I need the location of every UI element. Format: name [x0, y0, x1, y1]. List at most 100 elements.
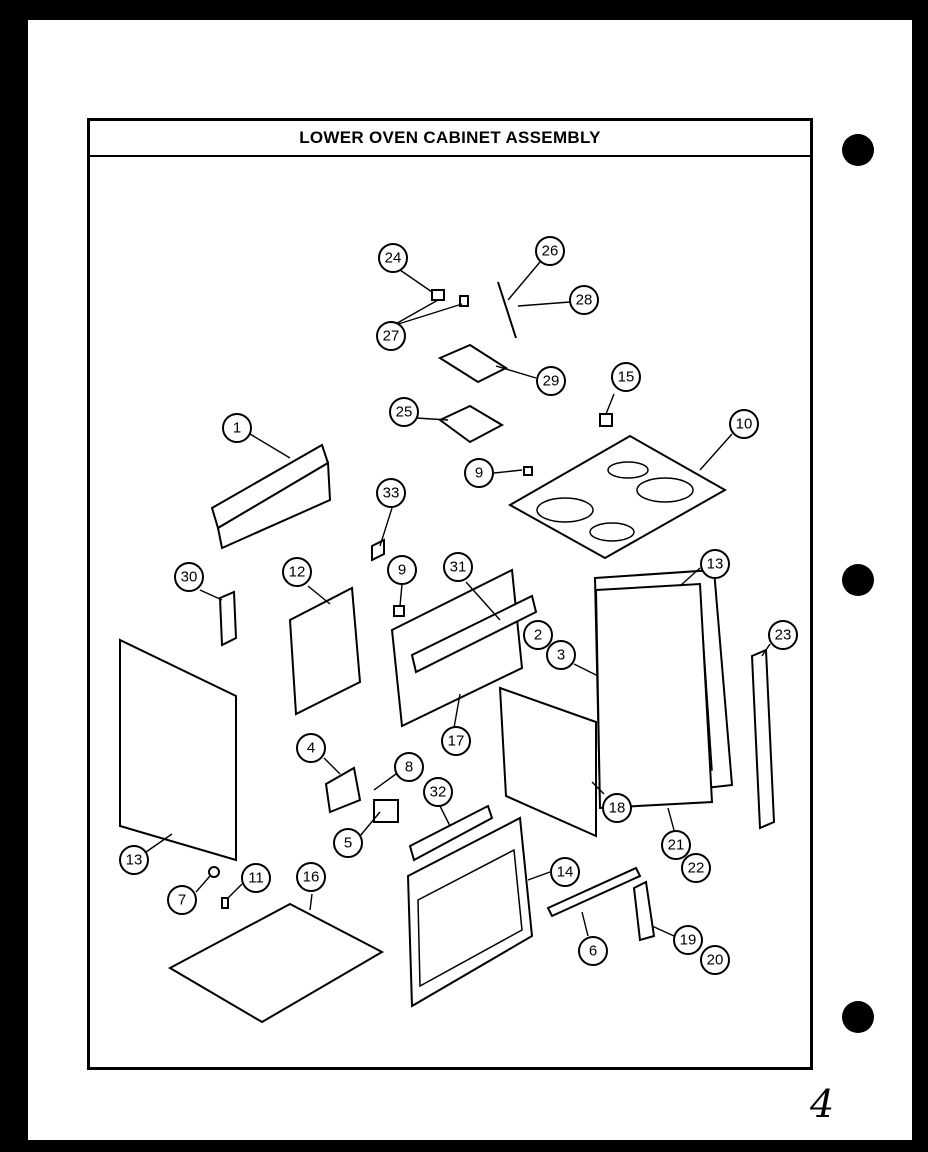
svg-text:18: 18 — [609, 800, 626, 817]
svg-text:6: 6 — [589, 943, 597, 960]
svg-text:13: 13 — [707, 556, 724, 573]
part-13-door-frame — [593, 568, 734, 810]
part-24-clip — [431, 289, 469, 307]
callout-12: 12 — [282, 557, 312, 587]
callout-13: 13 — [119, 845, 149, 875]
callout-19: 19 — [673, 925, 703, 955]
callout-8: 8 — [394, 752, 424, 782]
part-25-bracket — [438, 404, 505, 444]
svg-text:17: 17 — [448, 733, 465, 750]
callout-26: 26 — [535, 236, 565, 266]
part-9-fastener — [393, 466, 533, 617]
callout-22: 22 — [681, 853, 711, 883]
part-13-left-side-panel — [119, 638, 237, 862]
part-6-strip — [546, 866, 642, 918]
diagram-frame: LOWER OVEN CABINET ASSEMBLY — [87, 118, 813, 1070]
svg-text:21: 21 — [668, 837, 685, 854]
svg-text:5: 5 — [344, 835, 352, 852]
callout-14: 14 — [550, 857, 580, 887]
svg-text:12: 12 — [289, 564, 306, 581]
callout-25: 25 — [389, 397, 419, 427]
callout-24: 24 — [378, 243, 408, 273]
svg-text:11: 11 — [248, 870, 264, 887]
callout-7: 7 — [167, 885, 197, 915]
svg-text:28: 28 — [576, 292, 593, 309]
svg-text:3: 3 — [557, 647, 565, 664]
svg-text:33: 33 — [383, 485, 400, 502]
svg-text:7: 7 — [178, 892, 186, 909]
svg-text:14: 14 — [557, 864, 574, 881]
callout-18: 18 — [602, 793, 632, 823]
callout-20: 20 — [700, 945, 730, 975]
svg-text:30: 30 — [181, 569, 198, 586]
binder-hole — [842, 134, 874, 166]
callout-10: 10 — [729, 409, 759, 439]
part-33-bracket — [371, 538, 385, 562]
page-number: 4 — [810, 1082, 835, 1126]
callout-5: 5 — [333, 828, 363, 858]
callout-9: 9 — [464, 458, 494, 488]
svg-text:32: 32 — [430, 784, 447, 801]
callout-23: 23 — [768, 620, 798, 650]
svg-text:13: 13 — [126, 852, 143, 869]
diagram-title: LOWER OVEN CABINET ASSEMBLY — [299, 128, 601, 147]
part-32-strip — [408, 804, 494, 862]
binder-hole — [842, 564, 874, 596]
callout-4: 4 — [296, 733, 326, 763]
callout-3: 3 — [546, 640, 576, 670]
part-26-rod — [497, 281, 517, 339]
svg-text:26: 26 — [542, 243, 559, 260]
svg-text:20: 20 — [707, 952, 724, 969]
callout-16: 16 — [296, 862, 326, 892]
leader-lines — [145, 261, 771, 937]
title-bar: LOWER OVEN CABINET ASSEMBLY — [90, 121, 810, 157]
callout-2: 2 — [523, 620, 553, 650]
svg-text:8: 8 — [405, 759, 413, 776]
svg-text:25: 25 — [396, 404, 413, 421]
callout-31: 31 — [443, 552, 473, 582]
svg-text:31: 31 — [450, 559, 467, 576]
part-23-side-trim — [750, 648, 776, 830]
svg-text:10: 10 — [736, 416, 753, 433]
svg-text:9: 9 — [398, 562, 406, 579]
callout-17: 17 — [441, 726, 471, 756]
callout-6: 6 — [578, 936, 608, 966]
svg-text:4: 4 — [307, 740, 315, 757]
part-1-rear-panel — [210, 443, 332, 550]
part-4-bracket — [324, 766, 362, 814]
callout-9: 9 — [387, 555, 417, 585]
svg-text:24: 24 — [385, 250, 402, 267]
callout-11: 11 — [241, 863, 271, 893]
callout-30: 30 — [174, 562, 204, 592]
part-19-hinge — [632, 880, 656, 942]
svg-text:23: 23 — [775, 627, 792, 644]
part-29-control — [437, 343, 509, 384]
svg-text:19: 19 — [680, 932, 697, 949]
callout-15: 15 — [611, 362, 641, 392]
part-7-11-fasteners — [208, 866, 229, 909]
callout-33: 33 — [376, 478, 406, 508]
part-30-strip — [218, 590, 238, 647]
part-5-latch — [373, 799, 399, 823]
svg-text:1: 1 — [233, 420, 241, 437]
callout-28: 28 — [569, 285, 599, 315]
svg-text:15: 15 — [618, 369, 635, 386]
part-15-clip — [599, 413, 613, 427]
svg-text:9: 9 — [475, 465, 483, 482]
callout-27: 27 — [376, 321, 406, 351]
callout-32: 32 — [423, 777, 453, 807]
callout-1: 1 — [222, 413, 252, 443]
svg-text:27: 27 — [383, 328, 400, 345]
part-18-panel — [498, 686, 597, 838]
part-10-top-plate — [507, 434, 728, 560]
svg-text:22: 22 — [688, 860, 705, 877]
svg-text:16: 16 — [303, 869, 320, 886]
callout-29: 29 — [536, 366, 566, 396]
part-12-side-bracket — [288, 586, 362, 716]
part-14-oven-door — [406, 816, 534, 1008]
part-16-bottom-panel — [167, 902, 385, 1024]
svg-text:29: 29 — [543, 373, 560, 390]
svg-text:2: 2 — [534, 627, 542, 644]
callout-13: 13 — [700, 549, 730, 579]
